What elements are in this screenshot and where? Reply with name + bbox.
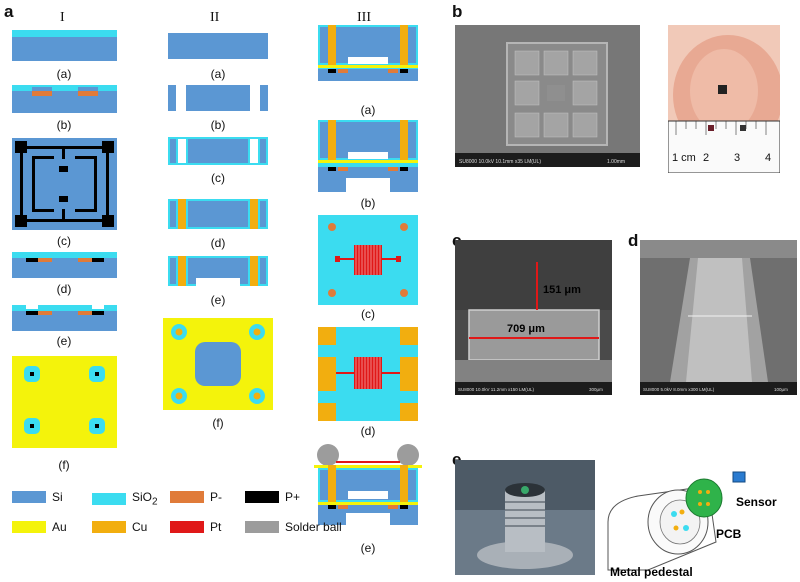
subcaption-iii-a: (a) (360, 103, 376, 117)
legend-cu: Cu (92, 520, 147, 534)
diagram-iii-c (318, 215, 418, 305)
diagram-i-a (12, 30, 117, 61)
legend-label-solder: Solder ball (285, 520, 342, 534)
legend-label-au: Au (52, 520, 67, 534)
legend-sio2: SiO2 (92, 490, 158, 507)
label-pcb: PCB (716, 527, 742, 541)
sem-b-scale: 1.00mm (607, 159, 625, 165)
diagram-iii-d (318, 327, 418, 421)
diagram-ii-b (168, 85, 268, 111)
sem-c-caption: SU8000 10.0kV 11.2mm x150 LM(UL) (458, 387, 534, 392)
height-label: 151 μm (543, 284, 581, 296)
panel-letter-b: b (452, 2, 463, 21)
fingertip-photo: 1 cm 2 3 4 (668, 25, 780, 173)
legend-swatch-pminus (170, 491, 204, 503)
sem-image-b: SU8000 10.0kV 10.1mm x35 LM(UL) 1.00mm (455, 25, 640, 167)
subcaption-iii-d: (d) (360, 424, 376, 438)
legend-swatch-sio2 (92, 492, 126, 505)
subcaption-iii-c: (c) (361, 307, 375, 321)
column-header-ii: II (210, 10, 220, 25)
legend-swatch-pt (170, 521, 204, 533)
sem-image-d: SU8000 5.0kV 8.0mm x300 LM(UL) 100μm (640, 240, 797, 395)
sem-c-scale: 300μm (589, 387, 603, 392)
panel-letter-a: a (4, 2, 14, 21)
subcaption-ii-c: (c) (211, 171, 225, 185)
legend-swatch-pplus (245, 491, 279, 503)
diagram-i-b (12, 85, 117, 113)
diagram-ii-f (163, 318, 273, 410)
width-label: 709 μm (507, 323, 545, 335)
legend-label-si: Si (52, 490, 63, 504)
sem-b-caption: SU8000 10.0kV 10.1mm x35 LM(UL) (459, 159, 541, 165)
label-metal-pedestal: Metal pedestal (610, 565, 693, 579)
diagram-i-d (12, 252, 117, 278)
diagram-i-c (12, 138, 117, 230)
column-header-iii: III (357, 10, 371, 25)
subcaption-ii-e: (e) (210, 293, 226, 307)
legend-pt: Pt (170, 520, 221, 534)
legend-swatch-solder (245, 521, 279, 533)
subcaption-i-b: (b) (56, 118, 72, 132)
subcaption-i-f: (f) (58, 458, 70, 472)
panel-letter-e: e (452, 450, 462, 469)
diagram-iii-b (318, 120, 418, 192)
label-sensor: Sensor (736, 495, 777, 509)
subcaption-iii-b: (b) (360, 196, 376, 210)
ruler-2: 2 (703, 152, 709, 164)
legend-si: Si (12, 490, 63, 504)
diagram-i-e (12, 303, 117, 331)
legend-label-pt: Pt (210, 520, 222, 534)
sem-image-c: 151 μm 709 μm SU8000 10.0kV 11.2mm x150 … (455, 240, 612, 395)
diagram-ii-a (168, 33, 268, 59)
sem-d-scale: 100μm (774, 387, 788, 392)
ruler-unit: 1 cm (672, 152, 696, 164)
subcaption-ii-a: (a) (210, 67, 226, 81)
diagram-ii-e (168, 256, 268, 286)
legend-swatch-si (12, 491, 46, 503)
legend-pminus: P- (170, 490, 222, 504)
subcaption-i-c: (c) (57, 234, 71, 248)
legend-label-pplus: P+ (285, 490, 301, 504)
legend-pplus: P+ (245, 490, 300, 504)
pedestal-photo (455, 460, 595, 575)
subcaption-i-e: (e) (56, 334, 72, 348)
legend-swatch-cu (92, 521, 126, 533)
subcaption-ii-f: (f) (212, 416, 224, 430)
subcaption-iii-e: (e) (360, 541, 376, 555)
subcaption-i-a: (a) (56, 67, 72, 81)
diagram-ii-c (168, 137, 268, 165)
legend-swatch-au (12, 521, 46, 533)
subcaption-ii-b: (b) (210, 118, 226, 132)
diagram-ii-d (168, 199, 268, 229)
ruler-3: 3 (734, 152, 740, 164)
sem-d-caption: SU8000 5.0kV 8.0mm x300 LM(UL) (643, 387, 715, 392)
subcaption-ii-d: (d) (210, 236, 226, 250)
diagram-iii-a (318, 25, 418, 81)
legend-label-sio2: SiO2 (132, 490, 158, 508)
legend-label-cu: Cu (132, 520, 148, 534)
legend-au: Au (12, 520, 67, 534)
panel-letter-d: d (628, 231, 639, 250)
column-header-i: I (60, 10, 65, 25)
subcaption-i-d: (d) (56, 282, 72, 296)
legend-label-pminus: P- (210, 490, 222, 504)
diagram-iii-e (314, 444, 422, 525)
diagram-i-f (12, 356, 117, 448)
legend-solder: Solder ball (245, 520, 342, 534)
assembly-drawing: Sensor PCB Metal pedestal (607, 471, 777, 579)
ruler-4: 4 (765, 152, 771, 164)
